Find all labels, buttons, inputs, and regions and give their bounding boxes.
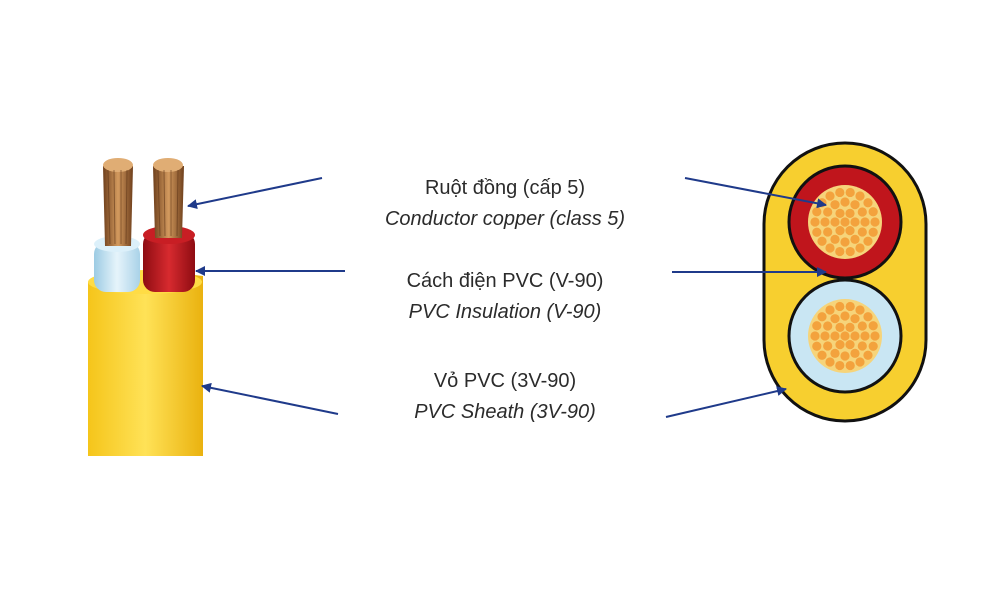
copper-strands-left [103, 166, 133, 246]
strand [850, 314, 860, 324]
strand [863, 312, 873, 322]
strand [845, 246, 855, 257]
label-conductor-vi: Ruột đồng (cấp 5) [424, 177, 586, 199]
strand [830, 200, 840, 210]
strand [868, 321, 878, 331]
arrow-conductor-right [684, 177, 827, 209]
strand [845, 187, 855, 198]
strand [845, 360, 855, 371]
strand [812, 341, 822, 351]
strand [825, 357, 835, 367]
strand [810, 217, 820, 227]
strand [817, 312, 827, 322]
red-insulation [143, 232, 195, 292]
strand [830, 234, 840, 244]
strand [840, 217, 850, 227]
strand [868, 227, 878, 237]
strand [845, 301, 855, 312]
strand [845, 226, 855, 236]
strand [812, 207, 822, 217]
strand [812, 321, 822, 331]
strand [820, 217, 830, 227]
strand [870, 331, 880, 341]
strand [850, 234, 860, 244]
strand [855, 191, 865, 201]
strand [850, 348, 860, 358]
strands-bottom [810, 301, 880, 371]
strand [835, 226, 845, 236]
strand [840, 351, 850, 361]
strand [812, 227, 822, 237]
strand [857, 321, 867, 331]
cable-cross-section [762, 141, 928, 423]
strand [863, 236, 873, 246]
label-conductor: Ruột đồng (cấp 5) Conductor copper (clas… [330, 173, 680, 235]
strand [830, 314, 840, 324]
blue-insulation [94, 242, 140, 292]
cable-side-view [88, 158, 203, 456]
strand [825, 191, 835, 201]
strand [857, 341, 867, 351]
strand [830, 348, 840, 358]
strand [850, 200, 860, 210]
arrow-sheath-right [665, 386, 787, 418]
label-insulation-en: PVC Insulation (V-90) [408, 301, 602, 323]
arrow-sheath-left [201, 382, 339, 415]
sheath-body [88, 273, 203, 456]
strand [823, 227, 833, 237]
strand [835, 322, 845, 332]
strand [840, 197, 850, 207]
strand [830, 331, 840, 341]
strand [823, 321, 833, 331]
strand [810, 331, 820, 341]
strand [820, 331, 830, 341]
strand [830, 217, 840, 227]
strand [835, 187, 845, 198]
strand [857, 227, 867, 237]
strand [863, 350, 873, 360]
strand [857, 207, 867, 217]
label-sheath-vi: Vỏ PVC (3V-90) [433, 370, 577, 392]
strands-top [810, 187, 880, 257]
label-sheath-en: PVC Sheath (3V-90) [414, 401, 596, 423]
strand [868, 207, 878, 217]
arrow-conductor-left [187, 177, 323, 210]
strand [835, 208, 845, 218]
strand [825, 243, 835, 253]
label-insulation-vi: Cách điện PVC (V-90) [406, 270, 604, 292]
strand [850, 217, 860, 227]
label-insulation: Cách điện PVC (V-90) PVC Insulation (V-9… [330, 266, 680, 328]
strand [817, 236, 827, 246]
strand [860, 217, 870, 227]
strand [845, 208, 855, 218]
strand [868, 341, 878, 351]
strand [823, 207, 833, 217]
label-sheath: Vỏ PVC (3V-90) PVC Sheath (3V-90) [330, 366, 680, 428]
strand [835, 246, 845, 257]
strand [817, 350, 827, 360]
strand [840, 311, 850, 321]
strand [835, 360, 845, 371]
strand [840, 237, 850, 247]
strand [855, 243, 865, 253]
strand [835, 340, 845, 350]
strand [860, 331, 870, 341]
strand [855, 357, 865, 367]
copper-strands-right [153, 166, 184, 238]
strand [870, 217, 880, 227]
strand [823, 341, 833, 351]
strand [825, 305, 835, 315]
strand [850, 331, 860, 341]
strand [845, 322, 855, 332]
strand [855, 305, 865, 315]
strand [835, 301, 845, 312]
leader-arrows [187, 177, 827, 418]
label-conductor-en: Conductor copper (class 5) [384, 208, 626, 230]
strand [840, 331, 850, 341]
strand [863, 198, 873, 208]
strand [845, 340, 855, 350]
